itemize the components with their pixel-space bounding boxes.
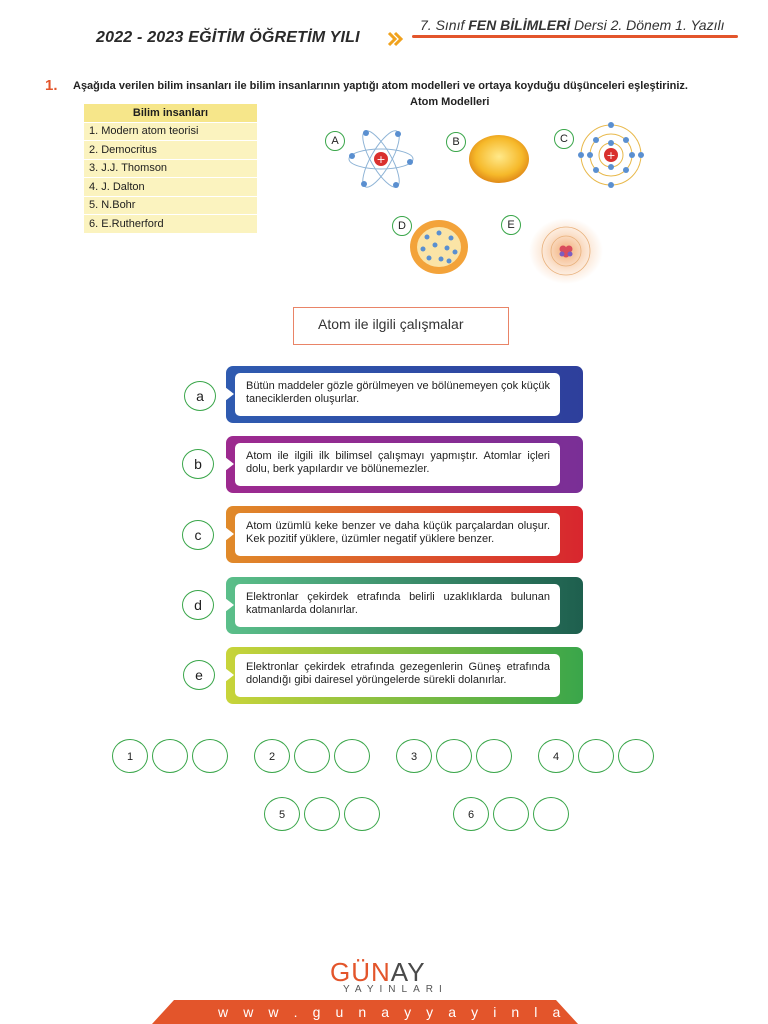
publisher-subtitle: YAYINLARI	[343, 984, 448, 995]
chevron-right-icon	[387, 31, 404, 47]
answer-number-6: 6	[453, 797, 489, 831]
modern-atom-illustration	[529, 218, 603, 284]
answer-blank[interactable]	[344, 797, 380, 831]
study-card-text: Bütün maddeler gözle görülmeyen ve bölün…	[235, 373, 560, 416]
card-letter-b: b	[182, 449, 214, 479]
study-card-text: Elektronlar çekirdek etrafında belirli u…	[235, 584, 560, 627]
model-label-c: C	[554, 129, 574, 149]
answer-number-1: 1	[112, 739, 148, 773]
atom-models-title: Atom Modelleri	[410, 96, 490, 108]
scientists-header: Bilim insanları	[84, 104, 257, 122]
model-label-b: B	[446, 132, 466, 152]
publisher-url[interactable]: w w w . g u n a y y a y i n l a r i . c …	[218, 1004, 695, 1020]
exam-title: 7. Sınıf FEN BİLİMLERİ Dersi 2. Dönem 1.…	[420, 17, 724, 33]
answer-number-5: 5	[264, 797, 300, 831]
studies-title-box: Atom ile ilgili çalışmalar	[293, 307, 509, 345]
question-number: 1.	[45, 77, 58, 94]
card-notch	[225, 668, 234, 682]
answer-blank[interactable]	[533, 797, 569, 831]
answer-blank[interactable]	[334, 739, 370, 773]
logo-gun: GÜN	[330, 957, 391, 987]
rutherford-atom-illustration: +	[348, 130, 414, 188]
answer-number-4: 4	[538, 739, 574, 773]
question-text: Aşağıda verilen bilim insanları ile bili…	[73, 80, 688, 92]
exam-suffix: Dersi 2. Dönem 1. Yazılı	[570, 17, 725, 33]
model-label-e: E	[501, 215, 521, 235]
card-letter-d: d	[182, 590, 214, 620]
exam-subject: FEN BİLİMLERİ	[468, 17, 571, 33]
answer-blank[interactable]	[578, 739, 614, 773]
study-card-c: Atom üzümlü keke benzer ve daha küçük pa…	[225, 506, 583, 563]
scientist-item: 1. Modern atom teorisi	[84, 121, 257, 141]
model-label-a: A	[325, 131, 345, 151]
study-card-text: Atom üzümlü keke benzer ve daha küçük pa…	[235, 513, 560, 556]
study-card-text: Atom ile ilgili ilk bilimsel çalışmayı y…	[235, 443, 560, 486]
study-card-text: Elektronlar çekirdek etrafında gezegenle…	[235, 654, 560, 697]
card-notch	[225, 387, 234, 401]
card-notch	[225, 457, 234, 471]
study-card-d: Elektronlar çekirdek etrafında belirli u…	[225, 577, 583, 634]
scientists-table: Bilim insanları 1. Modern atom teorisi 2…	[84, 104, 257, 233]
exam-prefix: 7. Sınıf	[420, 17, 469, 33]
card-notch	[225, 527, 234, 541]
answer-blank[interactable]	[476, 739, 512, 773]
answer-blank[interactable]	[294, 739, 330, 773]
scientist-item: 6. E.Rutherford	[84, 214, 257, 233]
study-card-a: Bütün maddeler gözle görülmeyen ve bölün…	[225, 366, 583, 423]
svg-text:+: +	[606, 149, 615, 162]
thomson-cake-illustration	[410, 220, 468, 274]
dalton-sphere-illustration	[469, 135, 529, 183]
publisher-logo: GÜNAY	[330, 957, 426, 988]
scientist-item: 2. Democritus	[84, 140, 257, 159]
answer-number-2: 2	[254, 739, 290, 773]
study-card-e: Elektronlar çekirdek etrafında gezegenle…	[225, 647, 583, 704]
card-letter-c: c	[182, 520, 214, 550]
logo-ay: AY	[390, 957, 426, 987]
studies-title: Atom ile ilgili çalışmalar	[318, 316, 464, 332]
answer-blank[interactable]	[618, 739, 654, 773]
answer-blank[interactable]	[436, 739, 472, 773]
scientist-item: 3. J.J. Thomson	[84, 158, 257, 178]
answer-number-3: 3	[396, 739, 432, 773]
answer-blank[interactable]	[304, 797, 340, 831]
answer-blank[interactable]	[493, 797, 529, 831]
answer-blank[interactable]	[152, 739, 188, 773]
svg-text:+: +	[376, 153, 385, 166]
scientist-item: 4. J. Dalton	[84, 177, 257, 196]
card-notch	[225, 598, 234, 612]
scientist-item: 5. N.Bohr	[84, 195, 257, 215]
footer-band	[152, 1000, 578, 1024]
card-letter-a: a	[184, 381, 216, 411]
card-letter-e: e	[183, 660, 215, 690]
bohr-atom-illustration: +	[578, 122, 644, 188]
year-title: 2022 - 2023 EĞİTİM ÖĞRETİM YILI	[96, 29, 360, 46]
study-card-b: Atom ile ilgili ilk bilimsel çalışmayı y…	[225, 436, 583, 493]
model-label-d: D	[392, 216, 412, 236]
answer-blank[interactable]	[192, 739, 228, 773]
header-underline	[412, 35, 738, 38]
